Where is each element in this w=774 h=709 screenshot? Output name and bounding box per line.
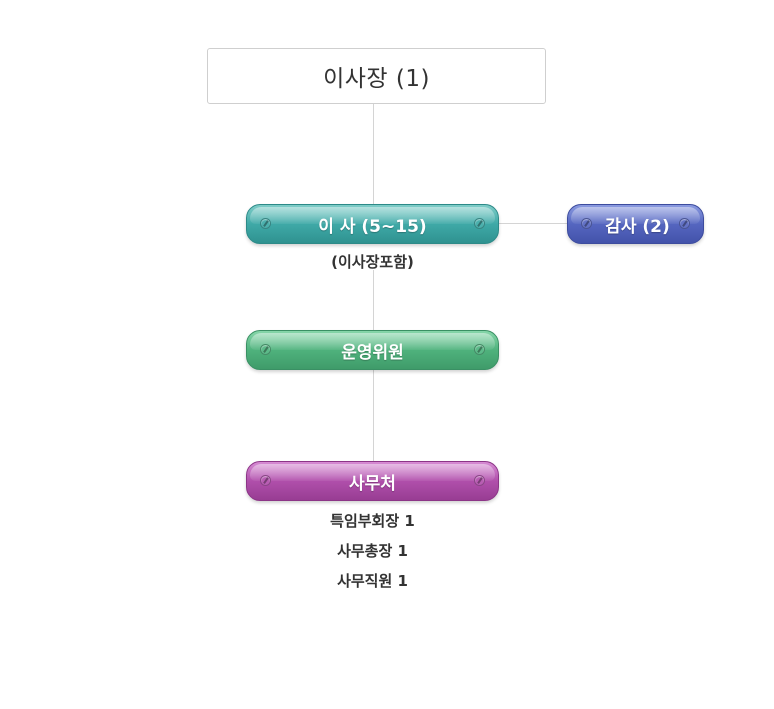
screw-icon: [474, 475, 485, 486]
screw-icon: [474, 344, 485, 355]
screw-icon: [679, 218, 690, 229]
committee-node[interactable]: 운영위원: [246, 330, 499, 370]
screw-icon: [474, 218, 485, 229]
secretariat-label: 사무처: [349, 473, 396, 494]
connector-board-audit: [499, 223, 567, 224]
board-label: 이 사 (5~15): [318, 216, 427, 237]
chairman-box[interactable]: 이사장 (1): [207, 48, 546, 104]
audit-label: 감사 (2): [605, 216, 670, 237]
screw-icon: [260, 475, 271, 486]
secretariat-node[interactable]: 사무처: [246, 461, 499, 501]
screw-icon: [581, 218, 592, 229]
committee-label: 운영위원: [341, 342, 404, 363]
staff-item-secretary-general: 사무총장 1: [337, 542, 408, 560]
board-node[interactable]: 이 사 (5~15): [246, 204, 499, 244]
chairman-label: 이사장 (1): [323, 66, 430, 92]
connector-chairman-board: [373, 104, 374, 204]
screw-icon: [260, 344, 271, 355]
audit-node[interactable]: 감사 (2): [567, 204, 704, 244]
staff-item-staff-member: 사무직원 1: [337, 572, 408, 590]
connector-board-committee: [373, 270, 374, 330]
staff-item-vice-president: 특임부회장 1: [330, 512, 415, 530]
screw-icon: [260, 218, 271, 229]
connector-committee-secretariat: [373, 370, 374, 461]
board-note: (이사장포함): [331, 253, 414, 271]
